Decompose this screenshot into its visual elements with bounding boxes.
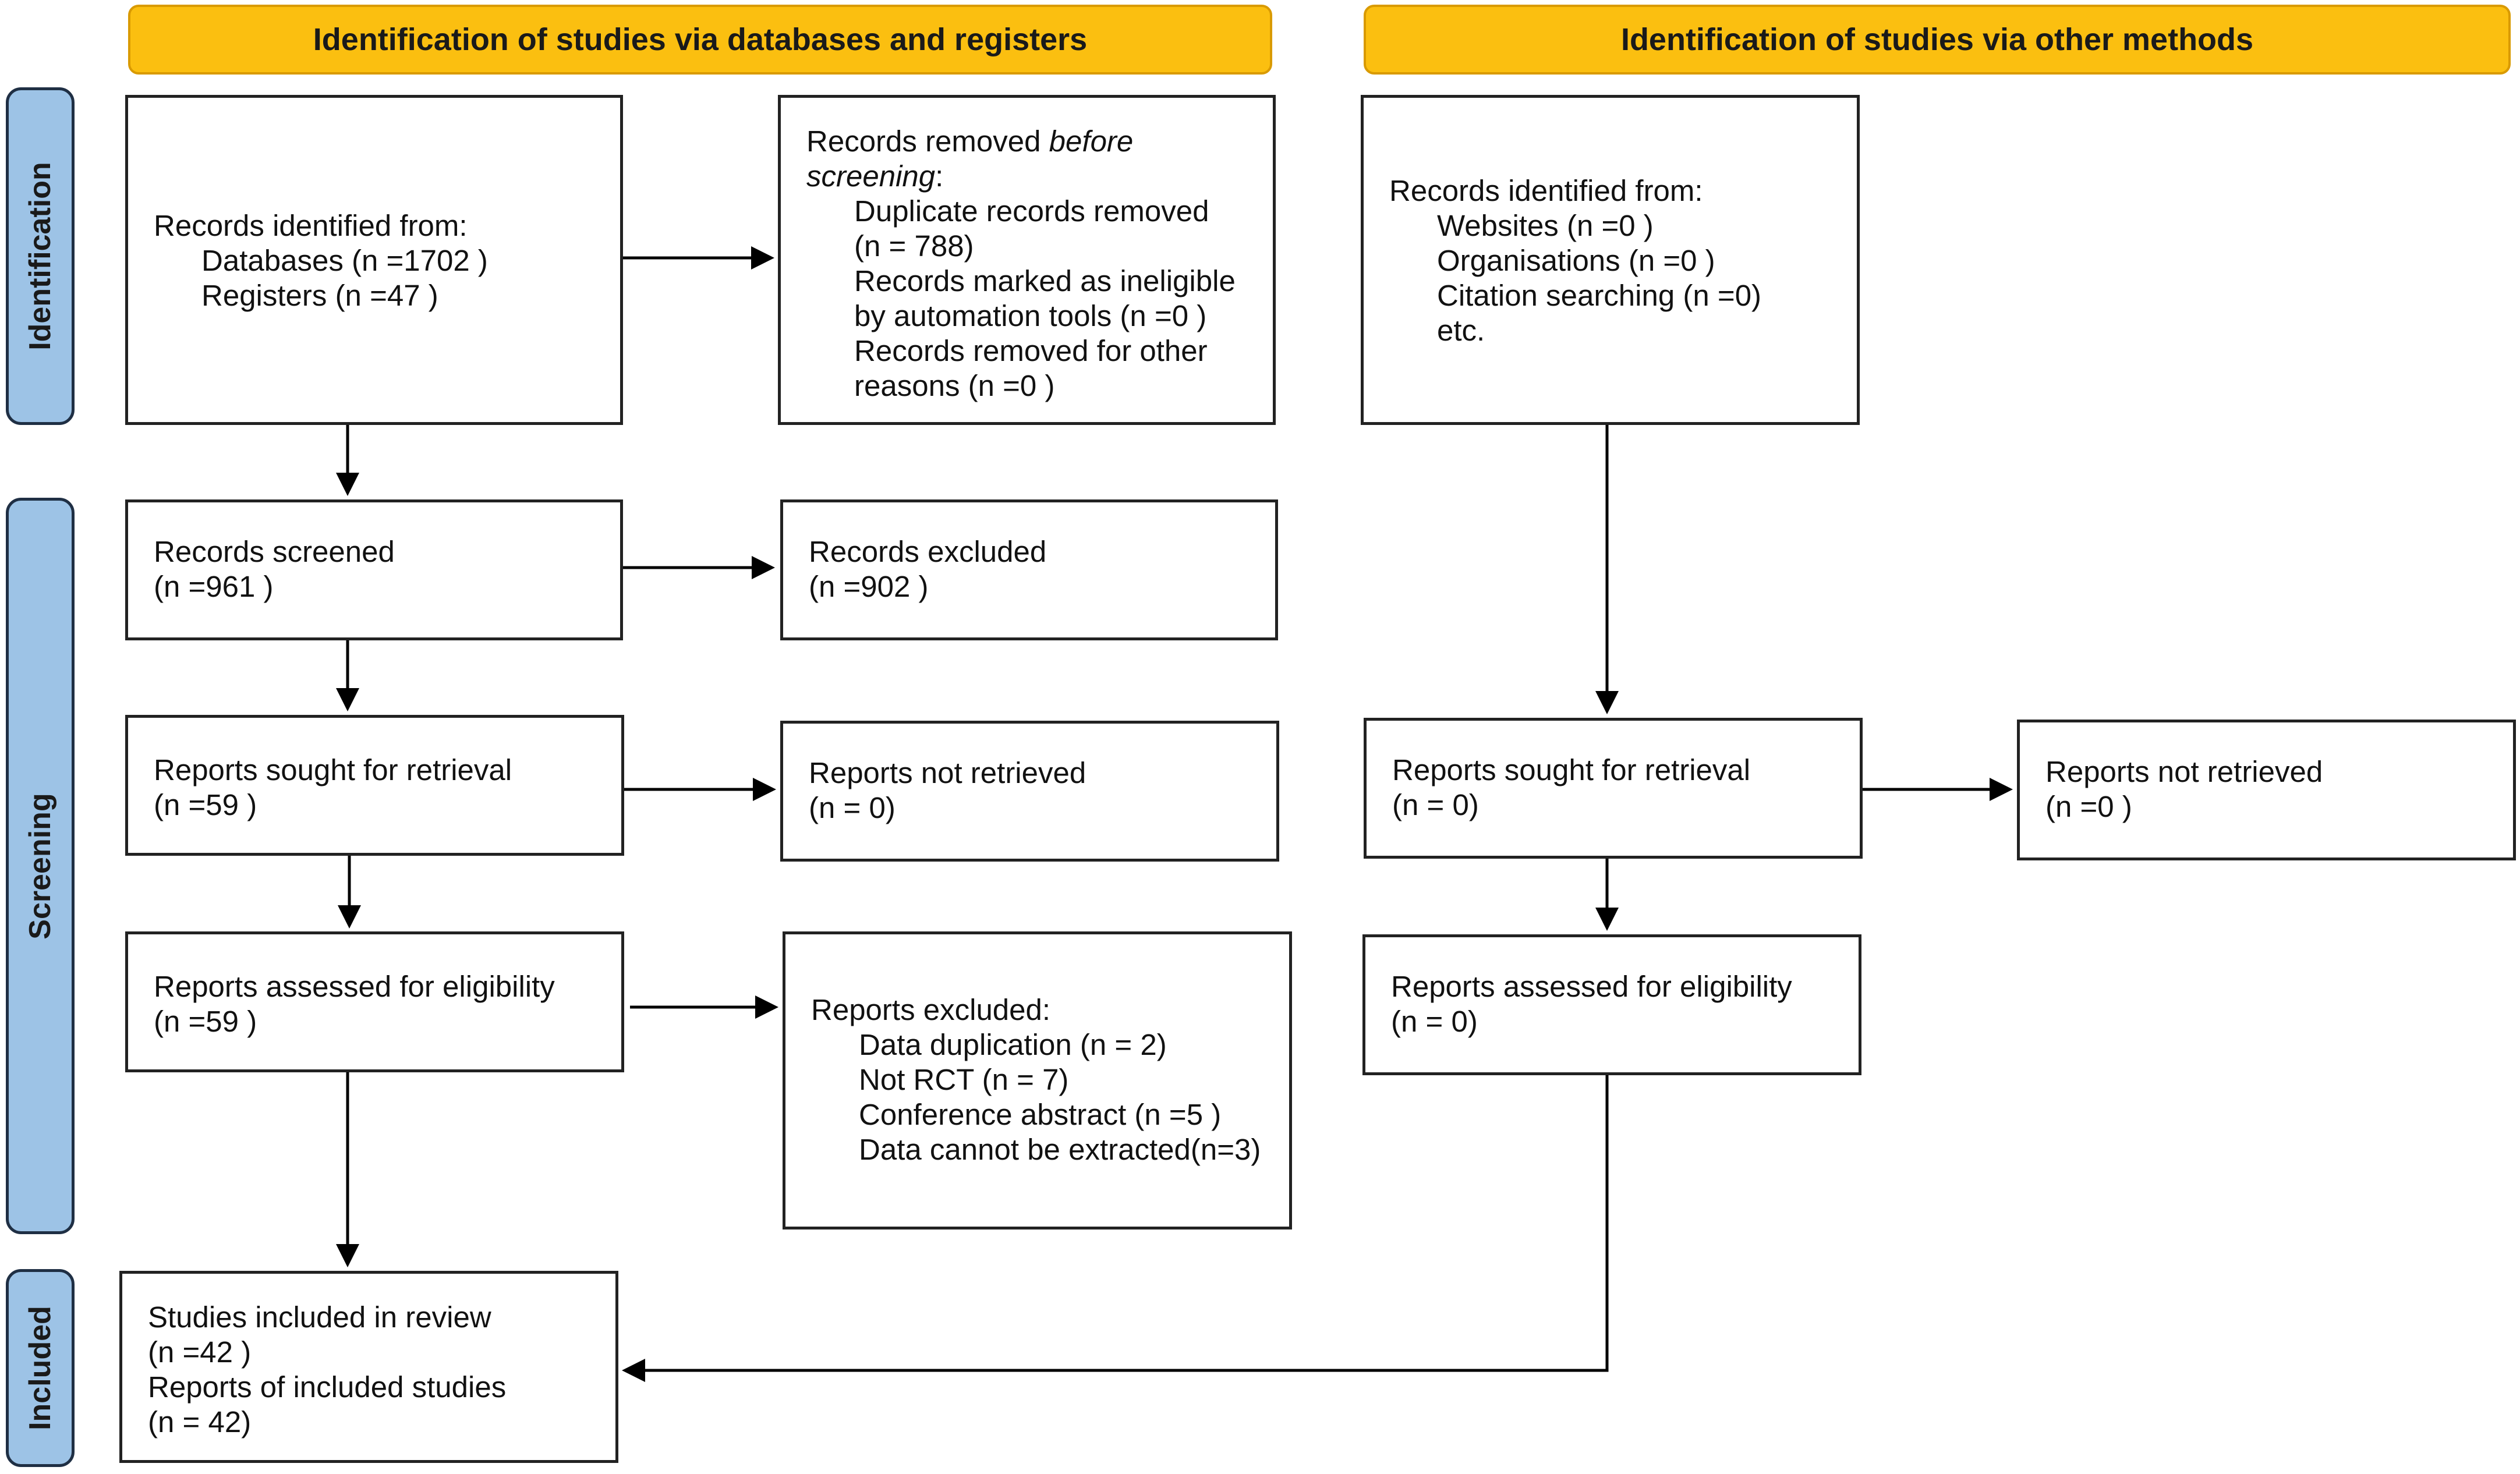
- phase-screening: Screening: [6, 498, 75, 1234]
- other-reports-not-retrieved-title: Reports not retrieved: [2045, 755, 2323, 788]
- records-databases: Databases (n =1702 ): [201, 244, 488, 277]
- duplicates-line-2: (n = 788): [854, 229, 974, 263]
- box-records-excluded: Records excluded (n =902 ): [780, 499, 1278, 640]
- box-reports-sought-other: Reports sought for retrieval (n = 0): [1364, 718, 1863, 859]
- excluded-reason-duplication: Data duplication (n = 2): [859, 1028, 1167, 1061]
- phase-included: Included: [6, 1269, 75, 1467]
- reports-sought-count: (n =59 ): [154, 788, 257, 821]
- box-records-removed: Records removed before screening: Duplic…: [778, 95, 1276, 425]
- reports-sought-title: Reports sought for retrieval: [154, 753, 512, 786]
- records-excluded-title: Records excluded: [809, 535, 1047, 568]
- box-reports-not-retrieved-db: Reports not retrieved (n = 0): [780, 721, 1279, 862]
- header-other-methods: Identification of studies via other meth…: [1364, 5, 2511, 75]
- other-reports-assessed-count: (n = 0): [1391, 1005, 1478, 1038]
- header-other-methods-label: Identification of studies via other meth…: [1620, 22, 2254, 57]
- records-registers: Registers (n =47 ): [201, 279, 438, 312]
- other-reports-not-retrieved-count: (n =0 ): [2045, 790, 2132, 823]
- excluded-reason-conference-abstract: Conference abstract (n =5 ): [859, 1098, 1222, 1131]
- box-reports-assessed-db: Reports assessed for eligibility (n =59 …: [125, 931, 624, 1072]
- other-records-citation: Citation searching (n =0): [1437, 279, 1762, 312]
- reports-not-retrieved-title: Reports not retrieved: [809, 756, 1086, 789]
- studies-included-count: (n =42 ): [148, 1335, 252, 1369]
- box-reports-excluded: Reports excluded: Data duplication (n = …: [783, 931, 1292, 1229]
- records-removed-title-cont: screening:: [806, 160, 944, 193]
- box-records-identified-db: Records identified from: Databases (n =1…: [125, 95, 623, 425]
- other-reports-sought-count: (n = 0): [1392, 788, 1479, 821]
- reports-included-count: (n = 42): [148, 1405, 252, 1438]
- duplicates-line-1: Duplicate records removed: [854, 194, 1209, 228]
- arrow-other-assessed-to-included: [622, 1075, 1609, 1382]
- other-records-organisations: Organisations (n =0 ): [1437, 244, 1715, 277]
- records-screened-count: (n =961 ): [154, 570, 274, 603]
- records-excluded-count: (n =902 ): [809, 570, 929, 603]
- reports-not-retrieved-count: (n = 0): [809, 791, 896, 824]
- header-databases-registers: Identification of studies via databases …: [128, 5, 1272, 75]
- box-reports-assessed-other: Reports assessed for eligibility (n = 0): [1362, 934, 1861, 1075]
- studies-included-title: Studies included in review: [148, 1301, 491, 1334]
- phase-identification: Identification: [6, 87, 75, 425]
- box-reports-not-retrieved-other: Reports not retrieved (n =0 ): [2017, 720, 2516, 860]
- header-databases-registers-label: Identification of studies via databases …: [313, 22, 1088, 57]
- other-reports-assessed-title: Reports assessed for eligibility: [1391, 970, 1792, 1003]
- box-studies-included: Studies included in review (n =42 ) Repo…: [119, 1271, 618, 1463]
- other-records-websites: Websites (n =0 ): [1437, 209, 1654, 242]
- records-screened-title: Records screened: [154, 535, 395, 568]
- other-records-etc: etc.: [1437, 314, 1485, 347]
- reports-excluded-title: Reports excluded:: [811, 993, 1051, 1026]
- excluded-reason-no-data: Data cannot be extracted(n=3): [859, 1133, 1261, 1166]
- reports-assessed-title: Reports assessed for eligibility: [154, 970, 555, 1003]
- records-identified-title: Records identified from:: [154, 209, 468, 242]
- other-reports-sought-title: Reports sought for retrieval: [1392, 753, 1751, 786]
- reports-included-title: Reports of included studies: [148, 1370, 507, 1404]
- box-reports-sought-db: Reports sought for retrieval (n =59 ): [125, 715, 624, 856]
- excluded-reason-not-rct: Not RCT (n = 7): [859, 1063, 1069, 1096]
- reports-assessed-count: (n =59 ): [154, 1005, 257, 1038]
- records-removed-title: Records removed before: [806, 125, 1134, 158]
- ineligible-line-2: by automation tools (n =0 ): [854, 299, 1207, 332]
- box-records-identified-other: Records identified from: Websites (n =0 …: [1361, 95, 1860, 425]
- other-removed-line-2: reasons (n =0 ): [854, 369, 1055, 402]
- other-removed-line-1: Records removed for other: [854, 334, 1208, 367]
- other-records-identified-title: Records identified from:: [1389, 174, 1703, 207]
- ineligible-line-1: Records marked as ineligible: [854, 264, 1236, 297]
- box-records-screened: Records screened (n =961 ): [125, 499, 623, 640]
